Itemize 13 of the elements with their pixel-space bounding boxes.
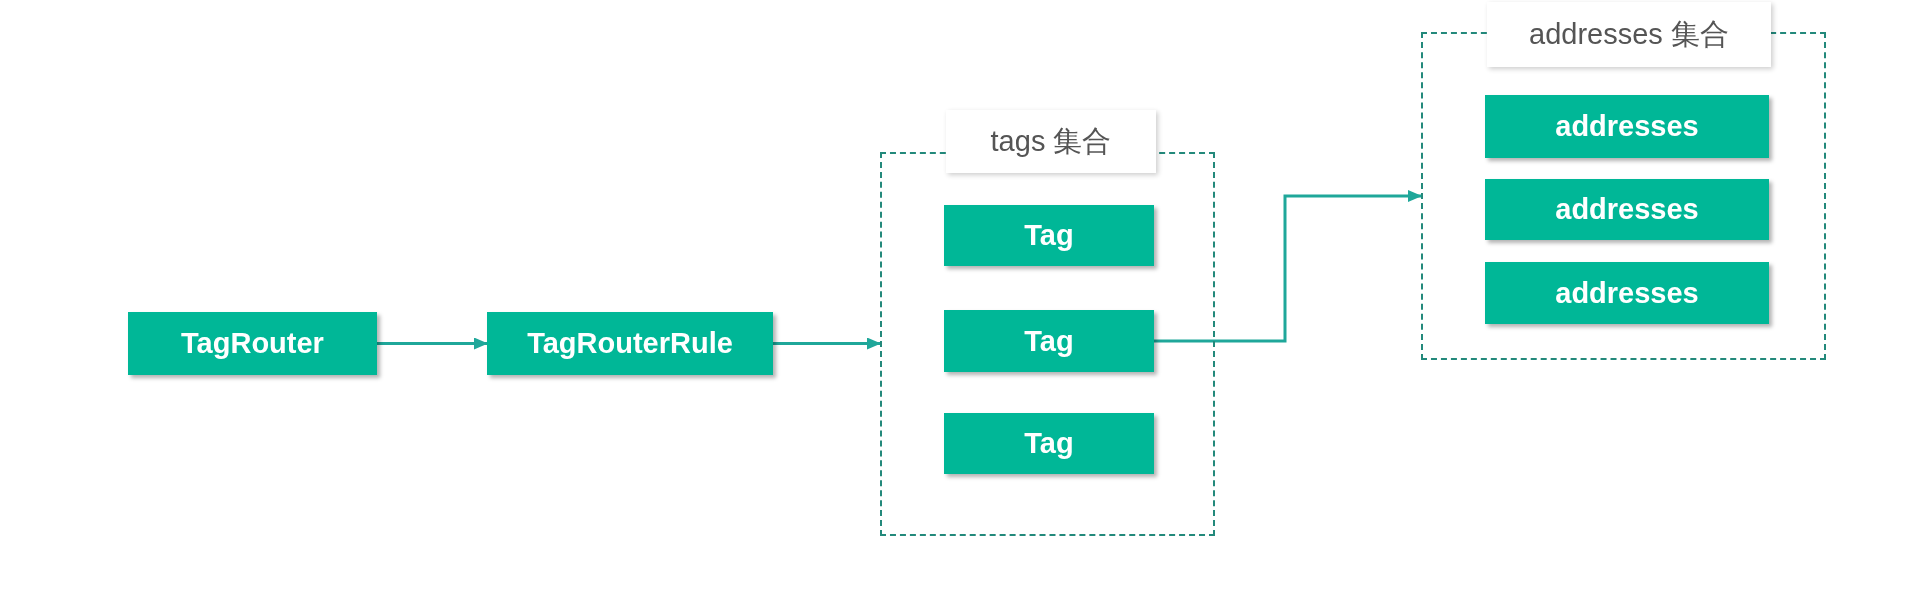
group-heading: addresses 集合 <box>1487 2 1771 67</box>
process-box: addresses <box>1485 95 1769 158</box>
process-box: Tag <box>944 205 1154 266</box>
process-box: TagRouter <box>128 312 377 375</box>
group-heading: tags 集合 <box>946 110 1156 173</box>
process-box: TagRouterRule <box>487 312 773 375</box>
process-box: addresses <box>1485 179 1769 240</box>
process-box: Tag <box>944 310 1154 372</box>
arrow <box>1154 190 1422 343</box>
process-box: addresses <box>1485 262 1769 324</box>
arrow <box>377 337 488 350</box>
process-box: Tag <box>944 413 1154 474</box>
arrow <box>773 337 881 350</box>
